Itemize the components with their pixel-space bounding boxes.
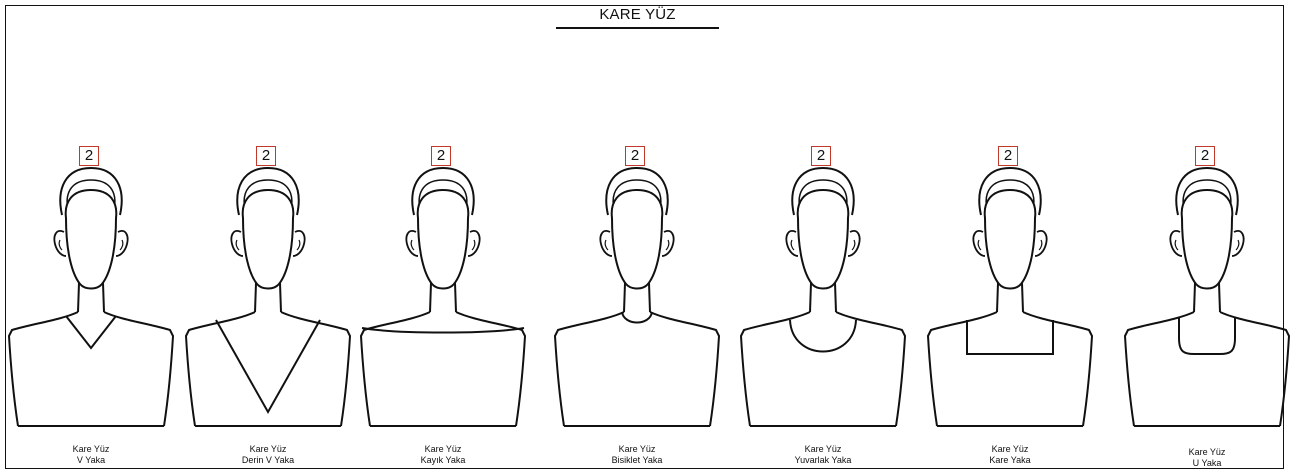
figure-deep-v-neck: 2: [183, 140, 353, 426]
title-underline: [556, 27, 719, 29]
figure-caption: Kare Yüz Kare Yaka: [925, 444, 1095, 466]
bust-illustration: [925, 140, 1095, 426]
caption-neckline: Kayık Yaka: [358, 455, 528, 466]
bust-illustration: [6, 140, 176, 426]
caption-neckline: Derin V Yaka: [183, 455, 353, 466]
caption-face: Kare Yüz: [1122, 447, 1291, 458]
bust-illustration: [552, 140, 722, 426]
bust-illustration: [183, 140, 353, 426]
number-badge: 2: [79, 146, 99, 166]
figure-caption: Kare Yüz U Yaka: [1122, 447, 1291, 469]
figure-caption: Kare Yüz V Yaka: [6, 444, 176, 466]
number-badge: 2: [256, 146, 276, 166]
figure-caption: Kare Yüz Bisiklet Yaka: [552, 444, 722, 466]
caption-neckline: U Yaka: [1122, 458, 1291, 469]
figure-v-neck: 2: [6, 140, 176, 426]
caption-neckline: V Yaka: [6, 455, 176, 466]
caption-neckline: Bisiklet Yaka: [552, 455, 722, 466]
caption-face: Kare Yüz: [6, 444, 176, 455]
figure-caption: Kare Yüz Yuvarlak Yaka: [738, 444, 908, 466]
caption-neckline: Yuvarlak Yaka: [738, 455, 908, 466]
caption-face: Kare Yüz: [925, 444, 1095, 455]
diagram-title: KARE YÜZ: [556, 6, 719, 23]
caption-face: Kare Yüz: [183, 444, 353, 455]
figure-square-neck: 2: [925, 140, 1095, 426]
bust-illustration: [1122, 140, 1291, 426]
figure-boat-neck: 2: [358, 140, 528, 426]
caption-face: Kare Yüz: [738, 444, 908, 455]
bust-illustration: [738, 140, 908, 426]
number-badge: 2: [1195, 146, 1215, 166]
number-badge: 2: [625, 146, 645, 166]
bust-illustration: [358, 140, 528, 426]
figure-round-neck: 2: [738, 140, 908, 426]
number-badge: 2: [431, 146, 451, 166]
figure-caption: Kare Yüz Kayık Yaka: [358, 444, 528, 466]
number-badge: 2: [811, 146, 831, 166]
caption-face: Kare Yüz: [552, 444, 722, 455]
figure-caption: Kare Yüz Derin V Yaka: [183, 444, 353, 466]
figure-u-neck: 2: [1122, 140, 1291, 426]
number-badge: 2: [998, 146, 1018, 166]
caption-face: Kare Yüz: [358, 444, 528, 455]
figure-crew-neck: 2: [552, 140, 722, 426]
caption-neckline: Kare Yaka: [925, 455, 1095, 466]
